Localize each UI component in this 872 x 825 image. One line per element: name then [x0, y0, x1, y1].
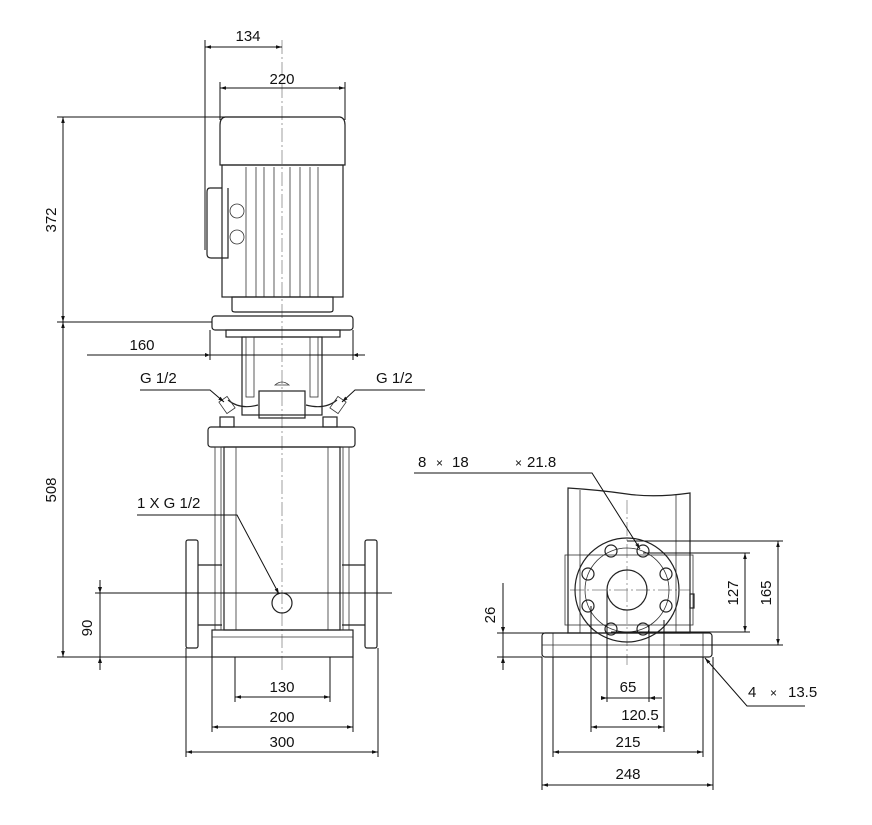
dim-134: 134 — [235, 28, 260, 45]
dim-220: 220 — [269, 71, 294, 88]
label-g-right: G 1/2 — [376, 370, 413, 387]
dim-372: 372 — [43, 207, 60, 232]
dim-508: 508 — [43, 477, 60, 502]
dim-248: 248 — [615, 766, 640, 783]
dim-215: 215 — [615, 734, 640, 751]
dim-26: 26 — [482, 607, 499, 624]
flange-holes-diameter: 18 — [452, 454, 469, 471]
svg-text:×: × — [515, 456, 522, 470]
dim-130: 130 — [269, 679, 294, 696]
flange — [574, 537, 680, 643]
inlet-flange — [185, 539, 199, 649]
flange-holes-depth: 21.8 — [527, 454, 556, 471]
label-g-left: G 1/2 — [140, 370, 177, 387]
motor — [206, 116, 346, 313]
dim-160: 160 — [129, 337, 154, 354]
flange-bolt-holes — [581, 544, 673, 636]
dim-120-5: 120.5 — [621, 707, 659, 724]
coupling-guard — [258, 390, 306, 419]
side-view: 8 × 18 × 21.8 26 127 165 65 — [414, 454, 817, 790]
outlet-flange — [364, 539, 378, 649]
dim-65: 65 — [620, 679, 637, 696]
dimensions-side: 8 × 18 × 21.8 26 127 165 65 — [414, 454, 817, 790]
terminal-box — [206, 187, 229, 259]
dim-90: 90 — [79, 620, 96, 637]
base-holes-count: 4 — [748, 684, 756, 701]
dim-127: 127 — [725, 580, 742, 605]
base — [211, 629, 354, 658]
svg-text:×: × — [770, 686, 777, 700]
pump-head — [185, 426, 378, 658]
outlet-pipe — [342, 564, 365, 626]
pump-sleeve — [564, 487, 695, 634]
motor-stool — [211, 315, 354, 428]
front-view: 134 220 372 508 160 G 1/2 G 1/2 1 X G 1/… — [43, 28, 425, 757]
inlet-pipe — [198, 564, 222, 626]
vent-plug-right — [329, 395, 347, 415]
label-drain: 1 X G 1/2 — [137, 495, 200, 512]
vent-plug-left — [218, 395, 236, 415]
flange-holes-count: 8 — [418, 454, 426, 471]
dimensions-front: 134 220 372 508 160 G 1/2 G 1/2 1 X G 1/… — [43, 28, 425, 757]
dim-165: 165 — [758, 580, 775, 605]
svg-text:×: × — [436, 456, 443, 470]
dim-200: 200 — [269, 709, 294, 726]
dim-300: 300 — [269, 734, 294, 751]
base-holes-diameter: 13.5 — [788, 684, 817, 701]
